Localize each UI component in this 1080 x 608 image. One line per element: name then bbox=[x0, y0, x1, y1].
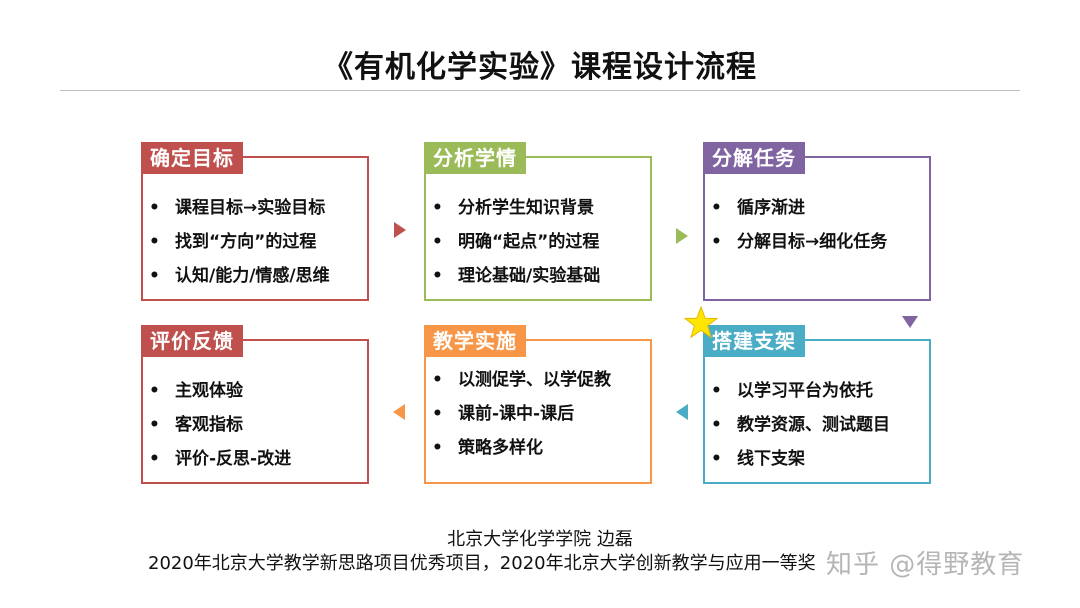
card-items: • 以测促学、以学促教 • 课前-课中-课后 • 策略多样化 bbox=[432, 363, 646, 465]
list-item: • 主观体验 bbox=[149, 374, 363, 408]
item-text: 理论基础/实验基础 bbox=[458, 266, 601, 286]
arrow-left-icon bbox=[393, 404, 405, 420]
card-build-scaffold: 搭建支架 • 以学习平台为依托 • 教学资源、测试题目 • 线下支架 bbox=[703, 325, 931, 484]
item-text: 评价-反思-改进 bbox=[175, 449, 292, 469]
bullet-icon: • bbox=[149, 449, 160, 469]
item-text: 主观体验 bbox=[175, 381, 243, 401]
card-heading: 确定目标 bbox=[141, 142, 243, 174]
bullet-icon: • bbox=[711, 381, 722, 401]
bullet-icon: • bbox=[711, 232, 722, 252]
item-text: 分析学生知识背景 bbox=[458, 198, 594, 218]
arrow-down-icon bbox=[902, 316, 918, 328]
footer-author: 北京大学化学学院 边磊 bbox=[447, 529, 633, 550]
item-text: 分解目标→细化任务 bbox=[737, 232, 888, 252]
item-text: 以测促学、以学促教 bbox=[458, 370, 611, 390]
list-item: • 线下支架 bbox=[711, 442, 925, 476]
list-item: • 找到“方向”的过程 bbox=[149, 225, 363, 259]
item-text: 课前-课中-课后 bbox=[458, 404, 575, 424]
bullet-icon: • bbox=[432, 404, 443, 424]
item-text: 教学资源、测试题目 bbox=[737, 415, 890, 435]
arrow-right-icon bbox=[394, 222, 406, 238]
card-heading: 教学实施 bbox=[424, 325, 526, 357]
card-evaluate-feedback: 评价反馈 • 主观体验 • 客观指标 • 评价-反思-改进 bbox=[141, 325, 369, 484]
list-item: • 以测促学、以学促教 bbox=[432, 363, 646, 397]
card-items: • 以学习平台为依托 • 教学资源、测试题目 • 线下支架 bbox=[711, 374, 925, 476]
list-item: • 课前-课中-课后 bbox=[432, 397, 646, 431]
bullet-icon: • bbox=[432, 438, 443, 458]
bullet-icon: • bbox=[432, 266, 443, 286]
list-item: • 课程目标→实验目标 bbox=[149, 191, 363, 225]
list-item: • 分析学生知识背景 bbox=[432, 191, 646, 225]
watermark: 知乎 @得野教育 bbox=[826, 550, 1025, 580]
card-items: • 主观体验 • 客观指标 • 评价-反思-改进 bbox=[149, 374, 363, 476]
card-items: • 分析学生知识背景 • 明确“起点”的过程 • 理论基础/实验基础 bbox=[432, 191, 646, 293]
list-item: • 评价-反思-改进 bbox=[149, 442, 363, 476]
arrow-right-icon bbox=[676, 228, 688, 244]
list-item: • 策略多样化 bbox=[432, 431, 646, 465]
bullet-icon: • bbox=[149, 232, 160, 252]
card-heading: 分析学情 bbox=[424, 142, 526, 174]
list-item: • 客观指标 bbox=[149, 408, 363, 442]
item-text: 课程目标→实验目标 bbox=[175, 198, 326, 218]
list-item: • 认知/能力/情感/思维 bbox=[149, 259, 363, 293]
bullet-icon: • bbox=[149, 381, 160, 401]
title-divider bbox=[60, 90, 1020, 91]
bullet-icon: • bbox=[432, 198, 443, 218]
star-shape bbox=[684, 306, 718, 339]
card-heading: 评价反馈 bbox=[141, 325, 243, 357]
bullet-icon: • bbox=[149, 198, 160, 218]
list-item: • 理论基础/实验基础 bbox=[432, 259, 646, 293]
star-icon bbox=[684, 306, 718, 339]
page-title: 《有机化学实验》课程设计流程 bbox=[323, 50, 757, 85]
bullet-icon: • bbox=[432, 370, 443, 390]
item-text: 客观指标 bbox=[175, 415, 243, 435]
item-text: 循序渐进 bbox=[737, 198, 805, 218]
list-item: • 明确“起点”的过程 bbox=[432, 225, 646, 259]
card-confirm-goal: 确定目标 • 课程目标→实验目标 • 找到“方向”的过程 • 认知/能力/情感/思维 bbox=[141, 142, 369, 301]
bullet-icon: • bbox=[711, 198, 722, 218]
bullet-icon: • bbox=[711, 449, 722, 469]
list-item: • 循序渐进 bbox=[711, 191, 925, 225]
list-item: • 分解目标→细化任务 bbox=[711, 225, 925, 259]
item-text: 策略多样化 bbox=[458, 438, 543, 458]
card-teaching-implementation: 教学实施 • 以测促学、以学促教 • 课前-课中-课后 • 策略多样化 bbox=[424, 325, 652, 484]
card-heading: 分解任务 bbox=[703, 142, 805, 174]
card-items: • 课程目标→实验目标 • 找到“方向”的过程 • 认知/能力/情感/思维 bbox=[149, 191, 363, 293]
card-decompose-task: 分解任务 • 循序渐进 • 分解目标→细化任务 bbox=[703, 142, 931, 301]
bullet-icon: • bbox=[711, 415, 722, 435]
bullet-icon: • bbox=[149, 415, 160, 435]
card-heading: 搭建支架 bbox=[703, 325, 805, 357]
arrow-left-icon bbox=[676, 404, 688, 420]
item-text: 明确“起点”的过程 bbox=[458, 232, 600, 252]
item-text: 认知/能力/情感/思维 bbox=[175, 266, 330, 286]
item-text: 以学习平台为依托 bbox=[737, 381, 873, 401]
list-item: • 教学资源、测试题目 bbox=[711, 408, 925, 442]
card-items: • 循序渐进 • 分解目标→细化任务 bbox=[711, 191, 925, 259]
item-text: 线下支架 bbox=[737, 449, 805, 469]
bullet-icon: • bbox=[149, 266, 160, 286]
footer-awards: 2020年北京大学教学新思路项目优秀项目，2020年北京大学创新教学与应用一等奖 bbox=[148, 553, 816, 574]
card-analyze-learning: 分析学情 • 分析学生知识背景 • 明确“起点”的过程 • 理论基础/实验基础 bbox=[424, 142, 652, 301]
bullet-icon: • bbox=[432, 232, 443, 252]
list-item: • 以学习平台为依托 bbox=[711, 374, 925, 408]
item-text: 找到“方向”的过程 bbox=[175, 232, 317, 252]
